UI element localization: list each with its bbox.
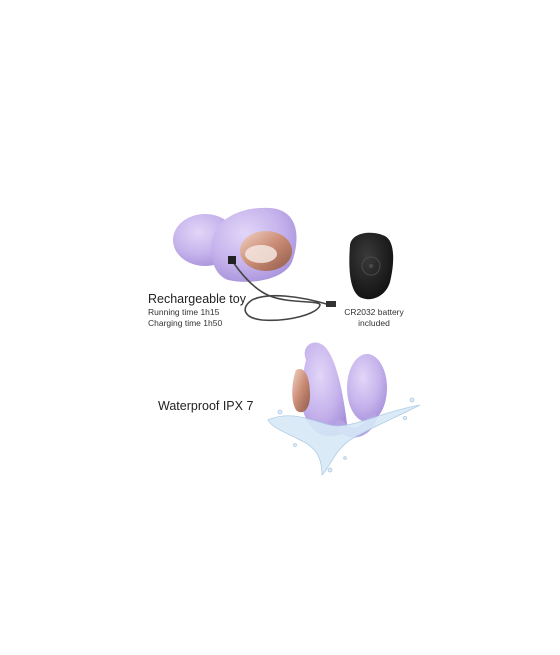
rechargeable-title: Rechargeable toy — [148, 292, 246, 306]
battery-line-2: included — [358, 318, 390, 328]
water-splash — [267, 397, 421, 476]
battery-note: CR2032 battery included — [336, 307, 412, 329]
remote-control — [349, 232, 394, 300]
charging-time: Charging time 1h50 — [148, 318, 223, 328]
waterproof-label: Waterproof IPX 7 — [158, 399, 254, 413]
running-time: Running time 1h15 — [148, 307, 220, 317]
vibrator-main-body — [211, 207, 297, 282]
usb-cable — [228, 256, 336, 322]
battery-line-1: CR2032 battery — [344, 307, 404, 317]
